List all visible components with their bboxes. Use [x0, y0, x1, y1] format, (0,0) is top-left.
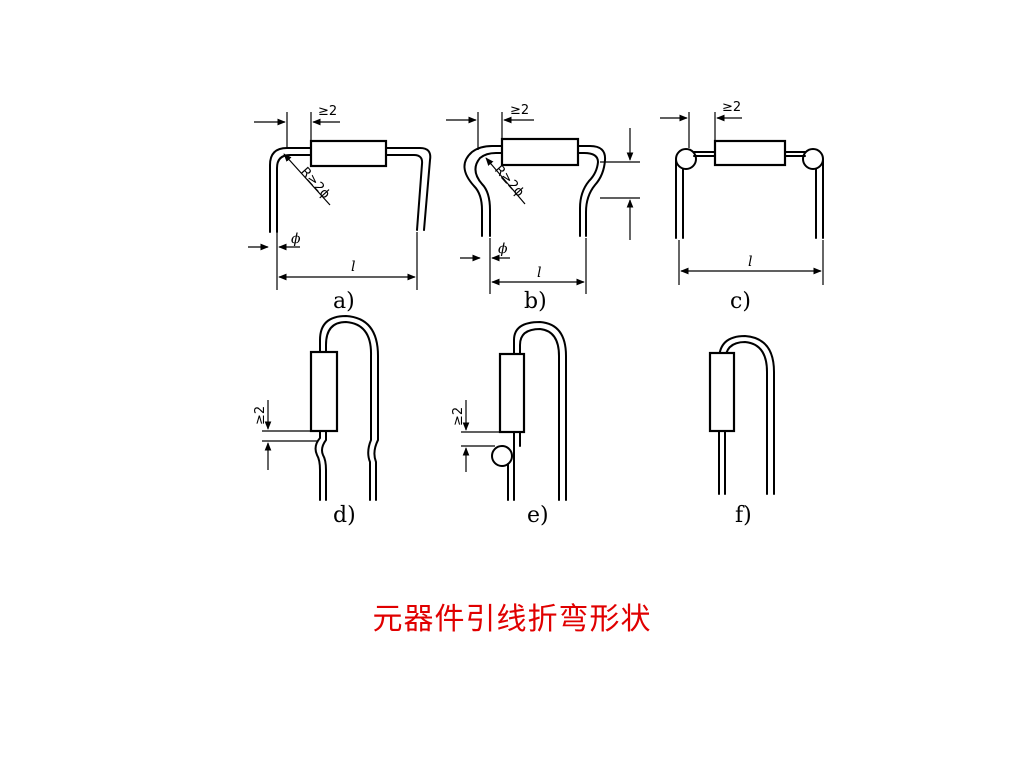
- dim-gap-d: ≥2: [253, 406, 268, 425]
- figure-caption: 元器件引线折弯形状: [372, 602, 652, 637]
- dim-length-c: l: [748, 254, 752, 270]
- lead-c: [675, 148, 824, 239]
- panel-f: f): [708, 335, 775, 528]
- panel-d: ≥2 d): [253, 315, 379, 528]
- dimension-lines-a: [248, 112, 418, 290]
- panel-label-c: c): [730, 289, 751, 314]
- panel-a: ≥2 R≥2ϕ ϕ l a): [248, 104, 432, 314]
- dimension-lines-d: [262, 400, 318, 470]
- dim-gap-b: ≥2: [510, 103, 529, 118]
- panel-label-b: b): [524, 289, 547, 314]
- dim-diameter-b: ϕ: [498, 241, 508, 257]
- component-body-b: [500, 137, 580, 167]
- lead-d: [314, 315, 379, 501]
- component-body-f: [708, 351, 736, 433]
- panel-label-a: a): [333, 289, 355, 314]
- dim-diameter-a: ϕ: [291, 231, 301, 247]
- panel-label-e: e): [527, 503, 549, 528]
- dimension-lines-c: [660, 112, 824, 285]
- component-body-d: [309, 350, 339, 433]
- dim-length-b: l: [537, 265, 541, 281]
- component-body-e: [498, 352, 526, 434]
- dim-radius-a: R≥2ϕ: [297, 165, 333, 202]
- dim-radius-b: R≥2ϕ: [491, 163, 527, 200]
- component-body-a: [309, 139, 388, 168]
- dim-gap-a: ≥2: [318, 104, 337, 119]
- panel-e: ≥2 e): [451, 321, 567, 528]
- dim-gap-e: ≥2: [451, 407, 466, 426]
- component-body-c: [713, 139, 787, 167]
- dim-length-a: l: [351, 259, 355, 275]
- panel-label-d: d): [333, 503, 356, 528]
- panel-label-f: f): [735, 503, 752, 528]
- panel-b: ≥2 R≥2ϕ ϕ l b): [446, 103, 640, 314]
- lead-e: [491, 321, 567, 501]
- dim-gap-c: ≥2: [722, 100, 741, 115]
- dimension-lines-e: [461, 400, 510, 472]
- panel-c: ≥2 l c): [660, 100, 824, 314]
- dimension-lines-b: [446, 112, 640, 294]
